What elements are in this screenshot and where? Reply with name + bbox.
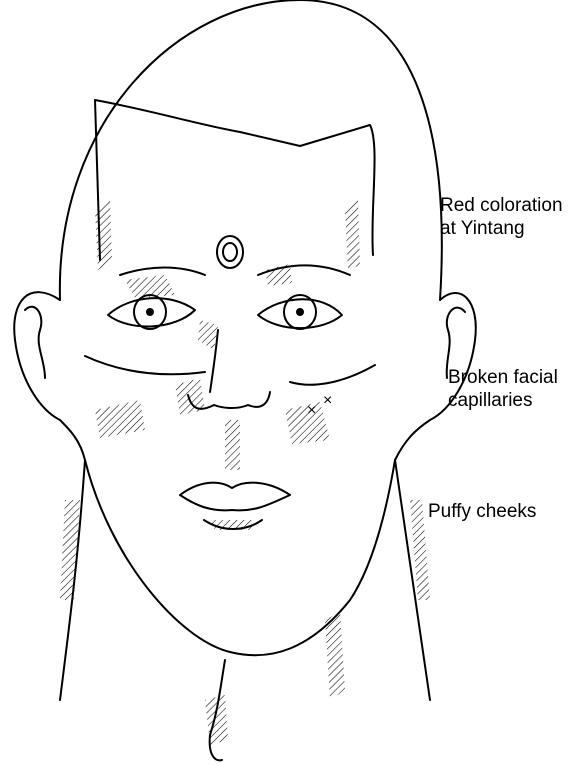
capillary-marker: ×	[323, 392, 332, 409]
annotation-line: Broken facial	[448, 366, 558, 389]
annotation-line: capillaries	[448, 389, 558, 412]
left-ear	[14, 292, 85, 460]
lips	[180, 483, 290, 511]
annotation-line: at Yintang	[440, 217, 563, 240]
jaw	[85, 460, 395, 655]
left-brow	[120, 268, 205, 276]
head-outline	[60, 0, 442, 300]
annotation-capillaries: Broken facial capillaries	[448, 366, 558, 412]
annotation-line: Puffy cheeks	[428, 500, 536, 523]
annotation-cheeks: Puffy cheeks	[428, 500, 536, 523]
capillary-marker: ×	[307, 402, 316, 419]
annotation-line: Red coloration	[440, 194, 563, 217]
yintang-spot	[217, 236, 243, 268]
annotation-yintang: Red coloration at Yintang	[440, 194, 563, 240]
